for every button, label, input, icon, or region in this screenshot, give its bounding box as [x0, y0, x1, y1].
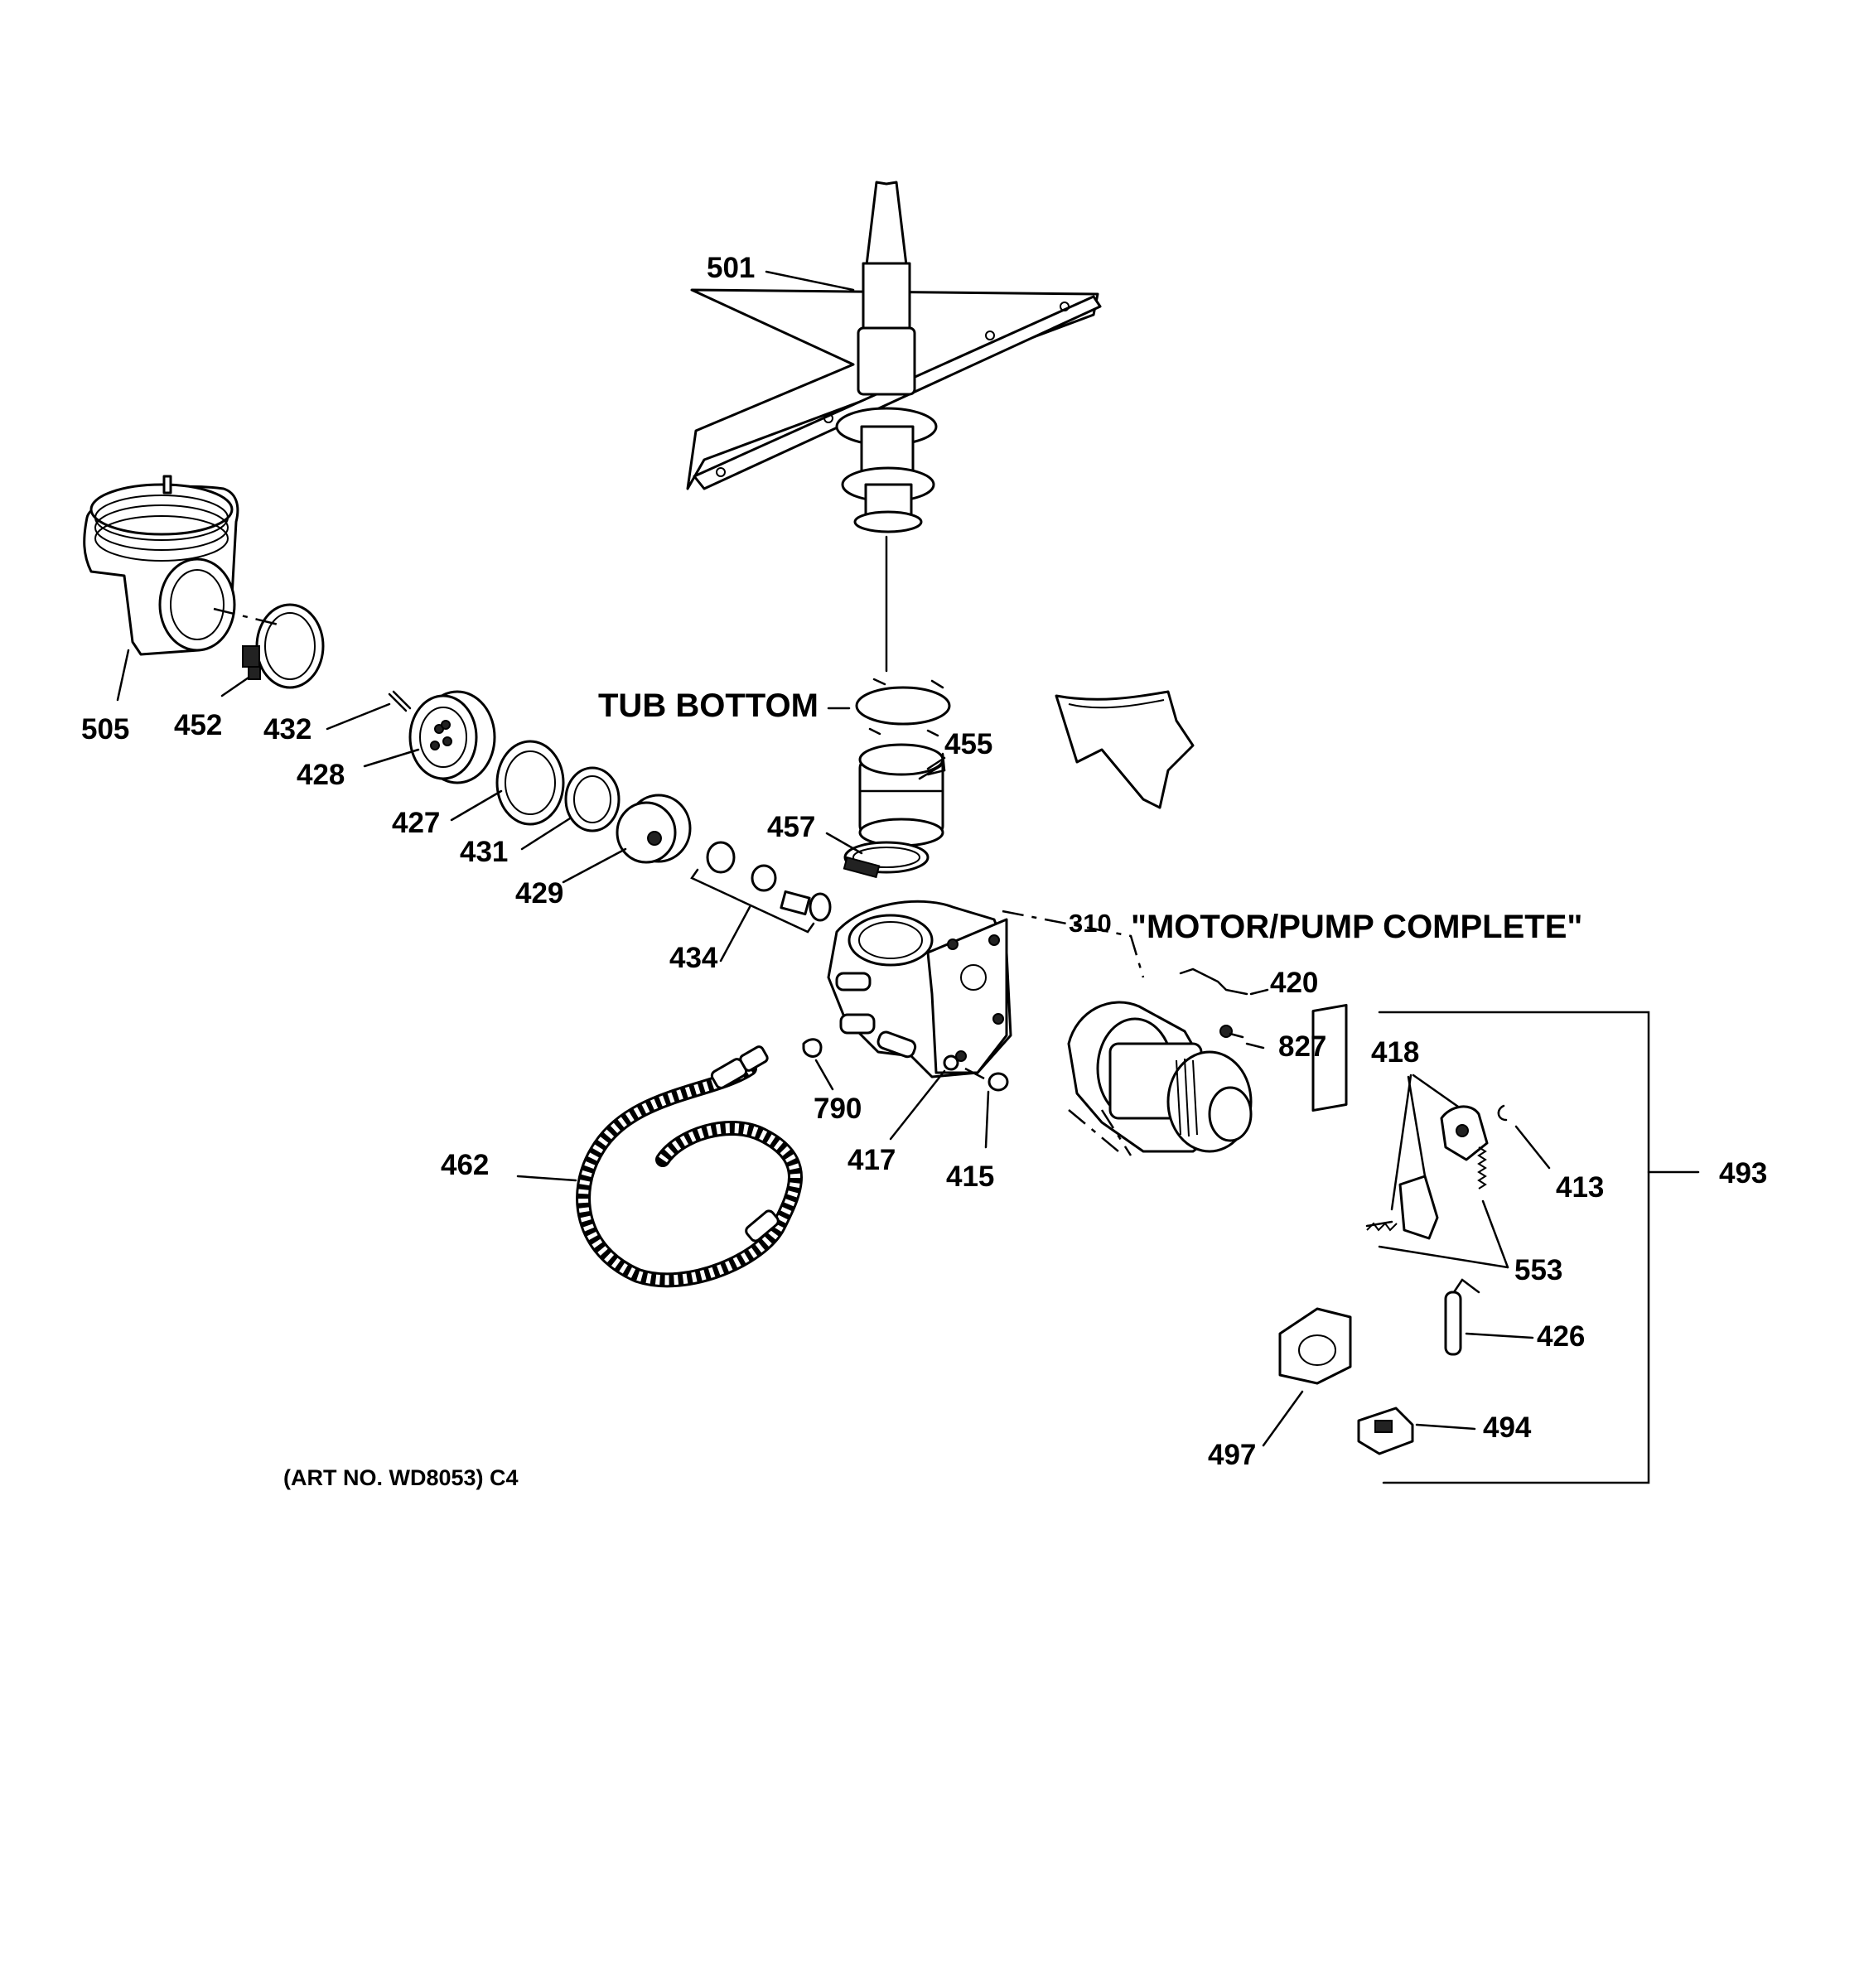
dash-415	[964, 1067, 985, 1080]
label-415: 415	[946, 1160, 994, 1193]
label-827: 827	[1278, 1030, 1326, 1063]
filter-427	[450, 740, 565, 826]
bushings-434	[690, 841, 832, 963]
label-457: 457	[767, 811, 815, 843]
label-452: 452	[174, 709, 222, 741]
ring-431	[520, 766, 621, 851]
screw-827	[1219, 1025, 1265, 1049]
sump-505	[83, 475, 239, 702]
label-427: 427	[392, 807, 440, 839]
spring-553	[1378, 1146, 1509, 1269]
clip-790	[802, 1038, 834, 1091]
label-432: 432	[263, 713, 311, 746]
pin-426	[1444, 1278, 1534, 1356]
label-motor-pump-complete: "MOTOR/PUMP COMPLETE"	[1131, 909, 1582, 945]
solenoid-497	[1262, 1003, 1352, 1447]
tub-bottom-ring	[827, 678, 951, 737]
leader-455b	[926, 756, 946, 770]
hose-462	[516, 1045, 803, 1288]
chopper-428	[326, 690, 496, 784]
label-493: 493	[1719, 1157, 1767, 1189]
label-429: 429	[515, 877, 563, 910]
art-number: (ART NO. WD8053) C4	[283, 1465, 519, 1490]
label-418: 418	[1371, 1036, 1419, 1069]
latch-418	[1365, 1074, 1489, 1240]
label-tub-bottom: TUB BOTTOM	[598, 688, 819, 724]
label-417: 417	[847, 1144, 896, 1176]
label-553: 553	[1514, 1254, 1562, 1286]
label-462: 462	[441, 1149, 489, 1181]
label-494: 494	[1483, 1411, 1532, 1444]
motor-310	[1067, 1001, 1253, 1156]
clip-413	[1497, 1104, 1551, 1170]
clip-420	[1179, 967, 1269, 996]
clamp-452	[213, 603, 325, 697]
label-431: 431	[460, 836, 508, 868]
leader-455	[918, 765, 942, 780]
label-428: 428	[297, 759, 345, 791]
label-426: 426	[1537, 1320, 1585, 1353]
washer-417	[889, 1054, 959, 1141]
kit-bracket-493	[1378, 1011, 1700, 1484]
label-434: 434	[669, 942, 718, 974]
label-455: 455	[944, 728, 992, 760]
label-497: 497	[1208, 1439, 1256, 1471]
clamp-457	[825, 832, 930, 879]
label-501: 501	[707, 252, 755, 284]
nut-415	[984, 1072, 1009, 1149]
label-420: 420	[1270, 967, 1318, 999]
deflector	[1055, 690, 1195, 809]
seal-455	[858, 743, 946, 847]
label-413: 413	[1556, 1171, 1604, 1204]
label-310-number: 310	[1069, 909, 1112, 938]
label-790: 790	[814, 1093, 862, 1125]
impeller-429	[562, 794, 692, 884]
armature-494	[1357, 1407, 1476, 1455]
spray-arm-501	[686, 181, 1102, 673]
pump-housing	[827, 900, 1145, 1078]
label-505: 505	[81, 713, 129, 746]
